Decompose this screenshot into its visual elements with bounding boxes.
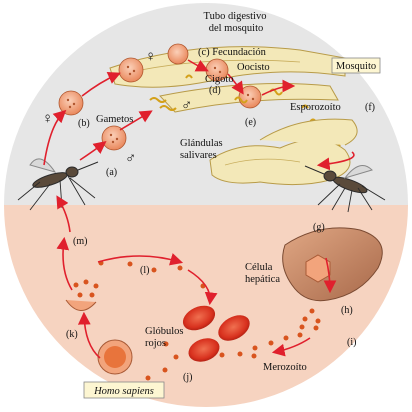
mosquito-label-box xyxy=(331,57,381,74)
homo-sapiens-label-box xyxy=(83,381,165,399)
gut-female-gamete-cell xyxy=(118,57,144,83)
arrow-c-d xyxy=(187,59,209,72)
label-a: (a) xyxy=(106,167,117,178)
label-k: (k) xyxy=(66,329,78,340)
label-esporozoito: Esporozoíto xyxy=(290,102,341,113)
male-symbol-lower: ♂ xyxy=(125,151,136,167)
label-h: (h) xyxy=(341,305,353,316)
male-gamete-cell xyxy=(101,125,127,151)
arrow-liver-i xyxy=(323,257,337,294)
label-d: (d) xyxy=(209,85,221,96)
arrow-m-a xyxy=(56,195,71,233)
arrow-d-e xyxy=(227,73,244,95)
label-glandulas-line1: Glándulas xyxy=(180,138,223,149)
liver xyxy=(282,227,383,302)
label-cigoto: Cigoto xyxy=(205,74,234,85)
gamete-cells xyxy=(58,43,262,151)
arrow-j-k xyxy=(77,311,101,359)
arrow-k-m xyxy=(56,236,73,291)
label-globulos-line2: rojos xyxy=(145,338,166,349)
label-i: (i) xyxy=(347,337,356,348)
liver-cell xyxy=(305,254,331,283)
label-glandulas-line2: salivares xyxy=(180,150,217,161)
merozoite-dots xyxy=(73,260,321,381)
mosquito-left xyxy=(17,158,99,211)
female-gamete-cell xyxy=(58,90,84,116)
female-symbol-left: ♀ xyxy=(42,111,53,127)
label-fecundacion: (c) Fecundación xyxy=(198,47,267,58)
label-homo-sapiens: Homo sapiens xyxy=(93,386,154,397)
arrow-e-f xyxy=(261,79,296,96)
arrow-a-b xyxy=(43,109,67,166)
fertilization-cell xyxy=(167,43,189,65)
oocyst-cell xyxy=(238,85,262,109)
cycle-arrows xyxy=(43,59,355,359)
label-tubo-line1: Tubo digestivo xyxy=(204,11,267,22)
arrow-f-g xyxy=(316,151,355,171)
label-f: (f) xyxy=(365,102,375,113)
label-mosquito: Mosquito xyxy=(336,61,376,72)
arrow-male-c xyxy=(119,110,153,131)
ruptured-cell xyxy=(65,299,133,375)
female-symbol-top: ♀ xyxy=(145,49,156,65)
male-symbol-upper: ♂ xyxy=(181,98,192,114)
label-g: (g) xyxy=(313,222,325,233)
label-merozoito: Merozoíto xyxy=(263,362,307,373)
label-j: (j) xyxy=(183,372,192,383)
label-tubo-line2: del mosquito xyxy=(209,23,264,34)
arrow-k-l xyxy=(97,253,184,266)
label-oocisto: Oocisto xyxy=(237,62,270,73)
arrow-b-c xyxy=(81,72,121,97)
arrow-a-male xyxy=(79,141,107,161)
label-celula-line2: hepática xyxy=(245,274,280,285)
label-celula-line1: Célula xyxy=(245,262,273,273)
label-gametos: Gametos xyxy=(96,114,133,125)
arrow-l-rbc xyxy=(187,269,218,306)
mosquito-right xyxy=(304,165,386,213)
label-globulos-line1: Glóbulos xyxy=(145,326,184,337)
label-b: (b) xyxy=(78,118,90,129)
red-blood-cells xyxy=(182,305,250,362)
salivary-glands xyxy=(209,118,358,186)
arrow-i-merozoite xyxy=(271,337,311,357)
label-m: (m) xyxy=(73,236,87,247)
label-e: (e) xyxy=(245,117,256,128)
label-l: (l) xyxy=(140,265,149,276)
